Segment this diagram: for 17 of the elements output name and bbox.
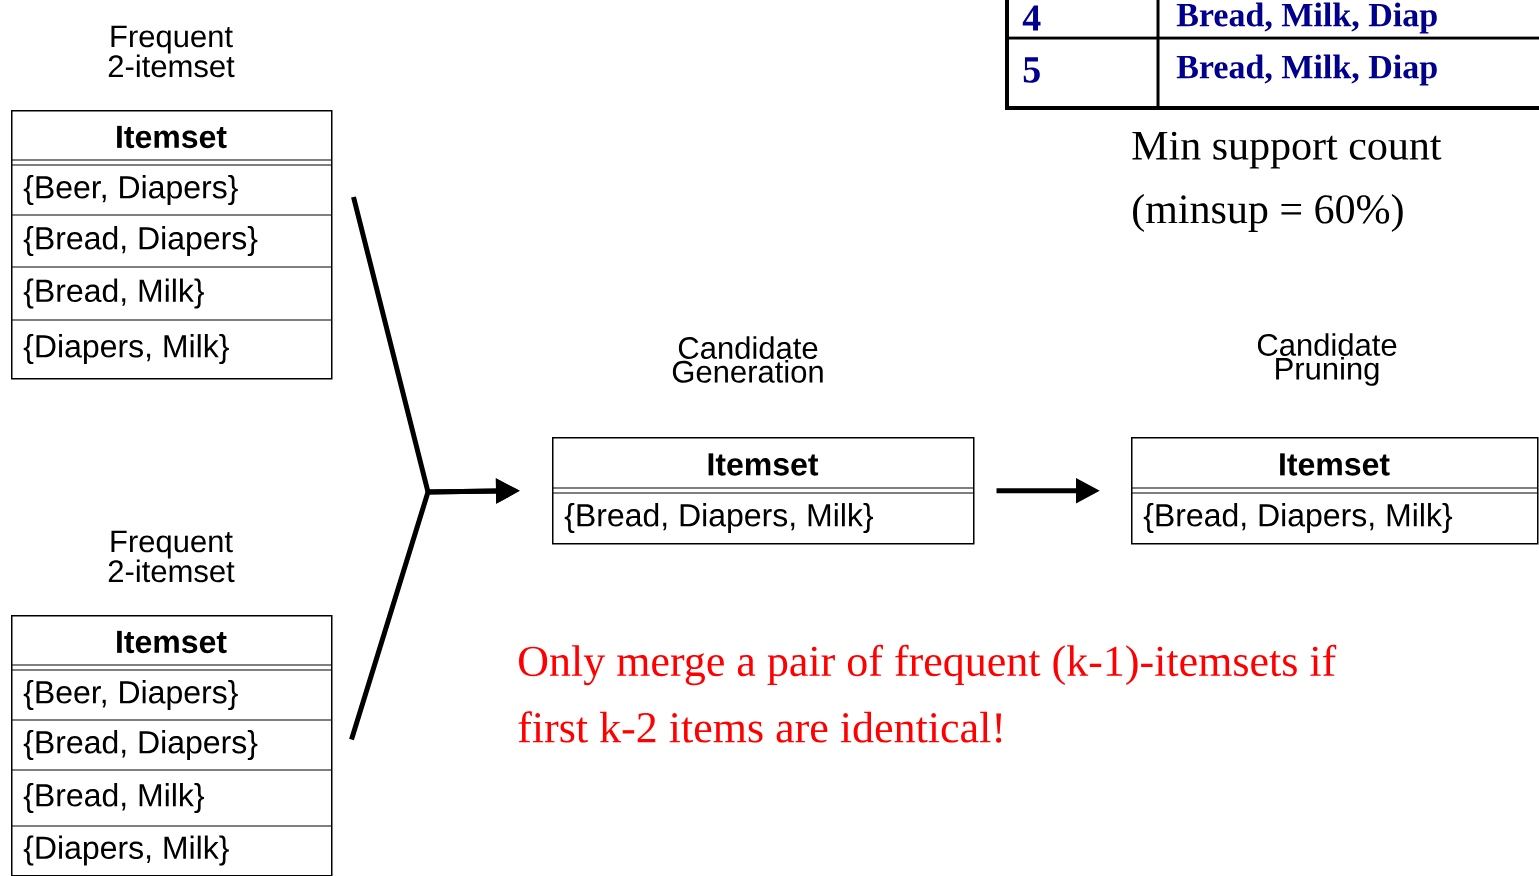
table-heading: Frequent 2-itemset (108, 530, 235, 583)
data-table: 4 Bread, Milk, Diap 5 Bread, Milk, Diap (1005, 0, 1539, 110)
itemset-table: Itemset {Beer, Diapers} {Bread, Diapers} {Bread, Milk} {Diapers, Milk} (10, 615, 333, 876)
itemset-table: Itemset {Beer, Diapers} {Bread, Diapers} {Bread, Milk} {Diapers, Milk} (10, 110, 333, 380)
label: 4 (1022, 5, 1041, 31)
note-text: Only merge a pair of frequent (k-1)-itemsets if (519, 644, 1337, 686)
itemset-table: Itemset {Bread, Diapers, Milk} (1130, 437, 1539, 545)
table-heading: Candidate Pruning (1257, 333, 1397, 386)
support-note: Min support count (1132, 131, 1442, 169)
table-heading: Candidate Generation (672, 336, 823, 383)
table-heading: Frequent 2-itemset (108, 25, 235, 78)
support-note: (minsup = 60%) (1133, 193, 1403, 233)
label: 5 (1023, 57, 1040, 83)
label: Bread, Milk, Diap (1176, 2, 1437, 34)
note-text: first k-2 items are identical! (518, 711, 1002, 743)
label: Bread, Milk, Diap (1176, 54, 1437, 86)
itemset-table: Itemset {Bread, Diapers, Milk} (551, 437, 975, 545)
